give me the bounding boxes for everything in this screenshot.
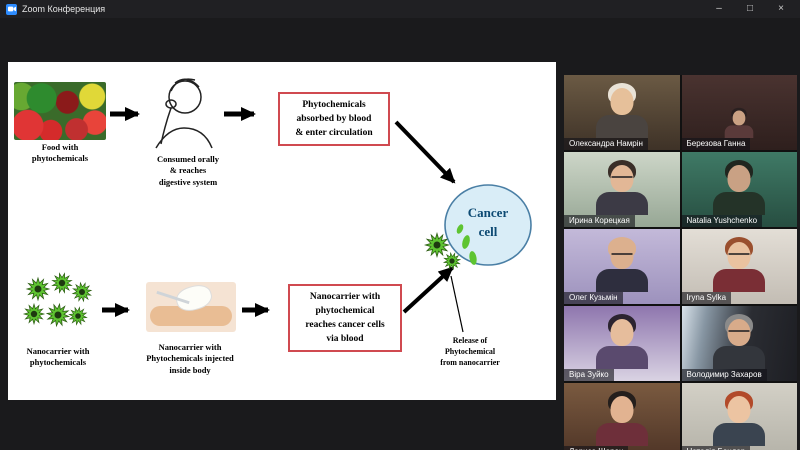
window-title: Zoom Конференция <box>22 4 106 14</box>
participant-video <box>709 314 769 369</box>
flow-arrows-diagonal <box>394 120 456 314</box>
participant-video <box>592 237 652 292</box>
participant-video <box>709 237 769 292</box>
participant-video <box>592 160 652 215</box>
diagram-graphics <box>20 78 532 333</box>
nanocarrier-box: Nanocarrier with phytochemical reaches c… <box>288 284 402 352</box>
participant-tile[interactable]: Олег Кузьмін <box>564 229 680 304</box>
participant-video <box>709 391 769 446</box>
nanocarrier-label: Nanocarrier with phytochemicals <box>26 346 90 368</box>
participant-name: Ирина Корецкая <box>564 215 635 227</box>
participant-name: Iryna Sylka <box>681 292 732 304</box>
minimize-button[interactable]: – <box>716 3 722 14</box>
participant-name: Березова Ганна <box>681 138 751 150</box>
titlebar: Zoom Конференция – □ × <box>0 0 800 18</box>
participant-tile[interactable]: Лариса Шарон <box>564 383 680 450</box>
participant-tile[interactable]: Ирина Корецкая <box>564 152 680 227</box>
cancer-cell-label: Cancer cell <box>467 205 509 239</box>
released-phytochemicals <box>456 224 477 265</box>
participant-name: Олександра Намрін <box>564 138 648 150</box>
participant-name: Natalia Yushchenko <box>681 215 763 227</box>
close-button[interactable]: × <box>778 3 784 14</box>
arm-illustration <box>150 306 232 326</box>
phytochemicals-box: Phytochemicals absorbed by blood & enter… <box>278 92 390 146</box>
maximize-button[interactable]: □ <box>746 3 754 14</box>
participant-tile[interactable]: Березова Ганна <box>681 75 797 150</box>
flow-arrows <box>102 107 270 317</box>
participant-tile[interactable]: Олександра Намрін <box>564 75 680 150</box>
participant-video <box>592 391 652 446</box>
release-label: Release of Phytochemical from nanocarrie… <box>440 336 500 367</box>
participant-video <box>709 160 769 215</box>
nanocarrier-cores <box>30 241 455 319</box>
participant-gallery: Олександра Намрін Березова Ганна Ирина К… <box>564 75 797 450</box>
food-photo <box>14 82 106 140</box>
participant-name: Наталія Бондар <box>681 446 751 450</box>
participant-video <box>592 314 652 369</box>
participant-video <box>723 107 756 138</box>
shared-slide: Food with phytochemicals Consumed orally… <box>8 62 556 400</box>
participant-name: Лариса Шарон <box>564 446 629 450</box>
person-eating-sketch <box>155 78 213 149</box>
participant-name: Володимир Захаров <box>681 369 767 381</box>
release-pointer-line <box>450 275 464 333</box>
injected-label: Nanocarrier with Phytochemicals injected… <box>146 342 234 375</box>
consumed-label: Consumed orally & reaches digestive syst… <box>156 154 220 187</box>
participant-tile[interactable]: Наталія Бондар <box>681 383 797 450</box>
participant-tile[interactable]: Володимир Захаров <box>681 306 797 381</box>
participant-tile[interactable]: Віра Зуйко <box>564 306 680 381</box>
food-label: Food with phytochemicals <box>31 142 89 164</box>
zoom-app-icon <box>6 3 17 15</box>
participant-name: Олег Кузьмін <box>564 292 623 304</box>
participant-video <box>592 83 652 138</box>
injection-photo <box>146 282 236 332</box>
participant-name: Віра Зуйко <box>564 369 614 381</box>
participant-tile[interactable]: Iryna Sylka <box>681 229 797 304</box>
participant-tile[interactable]: Natalia Yushchenko <box>681 152 797 227</box>
